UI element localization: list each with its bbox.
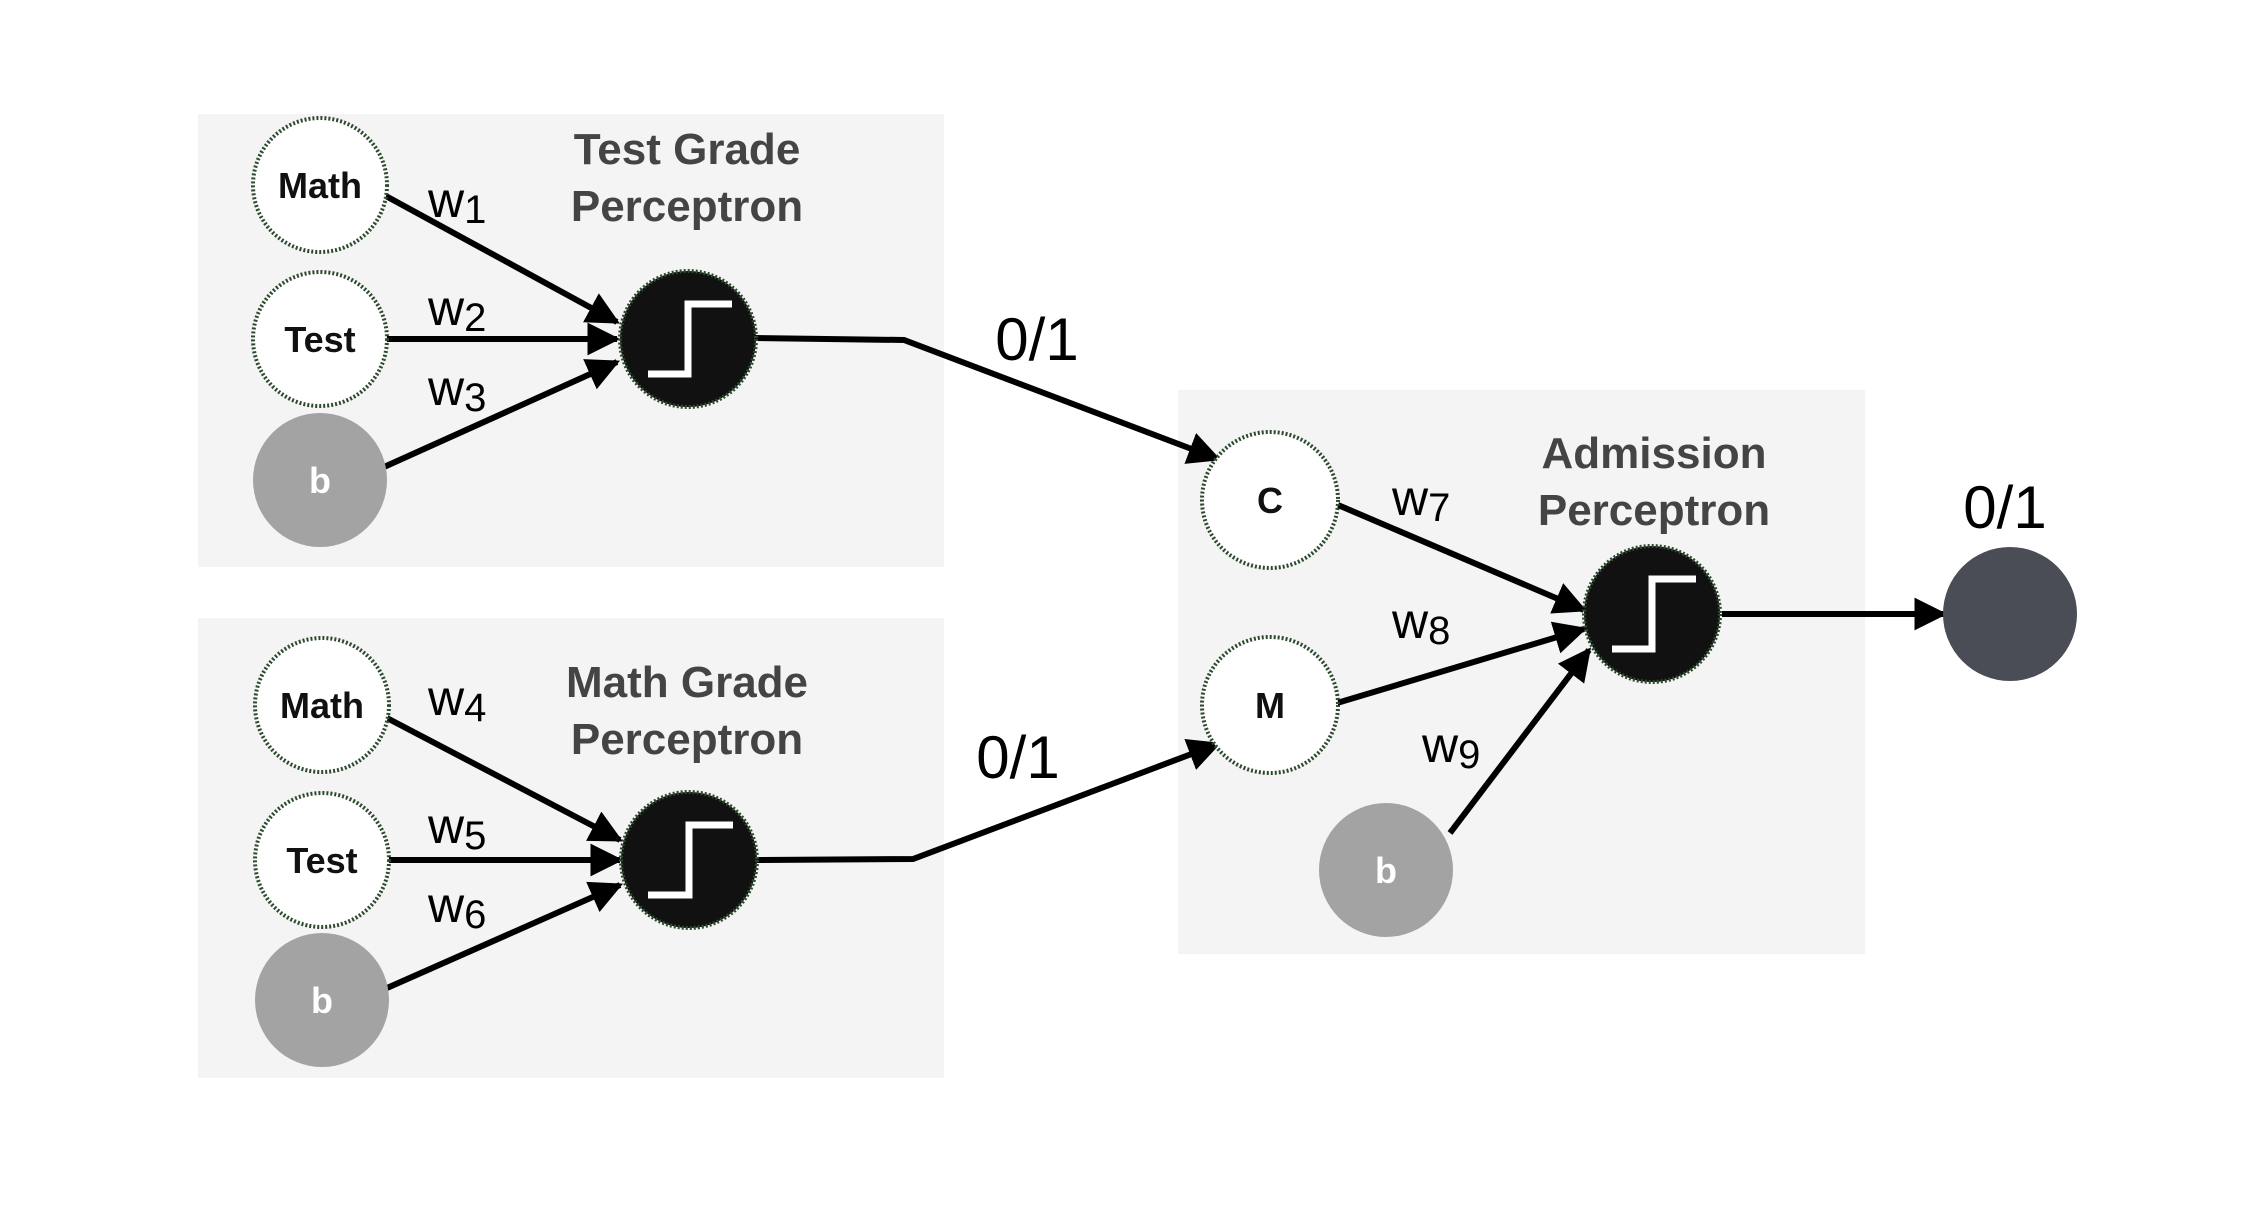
math-grade-title-line2: Perceptron	[571, 715, 803, 764]
edge-bias-to-admission-step	[1447, 647, 1592, 835]
test-grade-bias: b	[253, 413, 387, 547]
node-label: Test	[286, 840, 357, 881]
bias-label: b	[311, 980, 333, 1021]
weight-label-w2: w2	[427, 280, 486, 340]
step-function-icon	[648, 821, 733, 899]
edge-math-to-math-step	[383, 714, 623, 843]
node-label: C	[1257, 480, 1283, 521]
math-grade-step-node	[619, 790, 759, 930]
test-grade-step-node	[618, 269, 758, 409]
step-function-icon	[648, 300, 732, 378]
admission-title-line1: Admission	[1542, 429, 1767, 478]
admission-input-c: C	[1200, 430, 1340, 570]
test-grade-title-line1: Test Grade	[574, 125, 801, 174]
node-label: Math	[278, 165, 362, 206]
admission-input-m: M	[1200, 635, 1340, 775]
edge-math-to-test-step	[382, 192, 620, 325]
math-grade-bias: b	[255, 933, 389, 1067]
weight-label-w7: w7	[1391, 470, 1450, 530]
weight-label-w3: w3	[427, 360, 486, 420]
node-label: Math	[280, 685, 364, 726]
edge-bias-to-math-step	[385, 881, 624, 991]
weight-label-w6: w6	[427, 877, 486, 937]
weight-label-w9: w9	[1421, 717, 1480, 777]
weight-label-w8: w8	[1391, 593, 1450, 653]
weight-label-w5: w5	[427, 798, 486, 858]
bias-label: b	[1375, 850, 1397, 891]
step-function-icon	[1612, 575, 1696, 653]
test-grade-title-line2: Perceptron	[571, 182, 803, 231]
weight-label-w4: w4	[427, 670, 486, 730]
signal-label-final-output: 0/1	[1963, 474, 2046, 541]
node-label: M	[1255, 685, 1285, 726]
test-grade-input-math: Math	[251, 116, 389, 254]
bias-label: b	[309, 460, 331, 501]
admission-bias: b	[1319, 803, 1453, 937]
math-grade-input-math: Math	[253, 636, 391, 774]
edge-c-to-admission-step	[1336, 502, 1588, 614]
edge-m-to-admission-step	[1336, 621, 1588, 706]
math-grade-title-line1: Math Grade	[566, 658, 808, 707]
weight-label-w1: w1	[427, 172, 486, 232]
math-grade-input-test: Test	[253, 791, 391, 929]
signal-label-math-to-m: 0/1	[976, 724, 1059, 791]
node-label: Test	[284, 319, 355, 360]
output-node	[1943, 547, 2077, 681]
admission-step-node	[1582, 544, 1722, 684]
edge-test-step-to-c	[753, 335, 1222, 464]
edge-bias-to-test-step	[382, 359, 621, 470]
admission-title-line2: Perceptron	[1538, 486, 1770, 535]
edge-math-step-to-m	[756, 739, 1222, 863]
test-grade-input-test: Test	[251, 270, 389, 408]
signal-label-test-to-c: 0/1	[995, 306, 1078, 373]
